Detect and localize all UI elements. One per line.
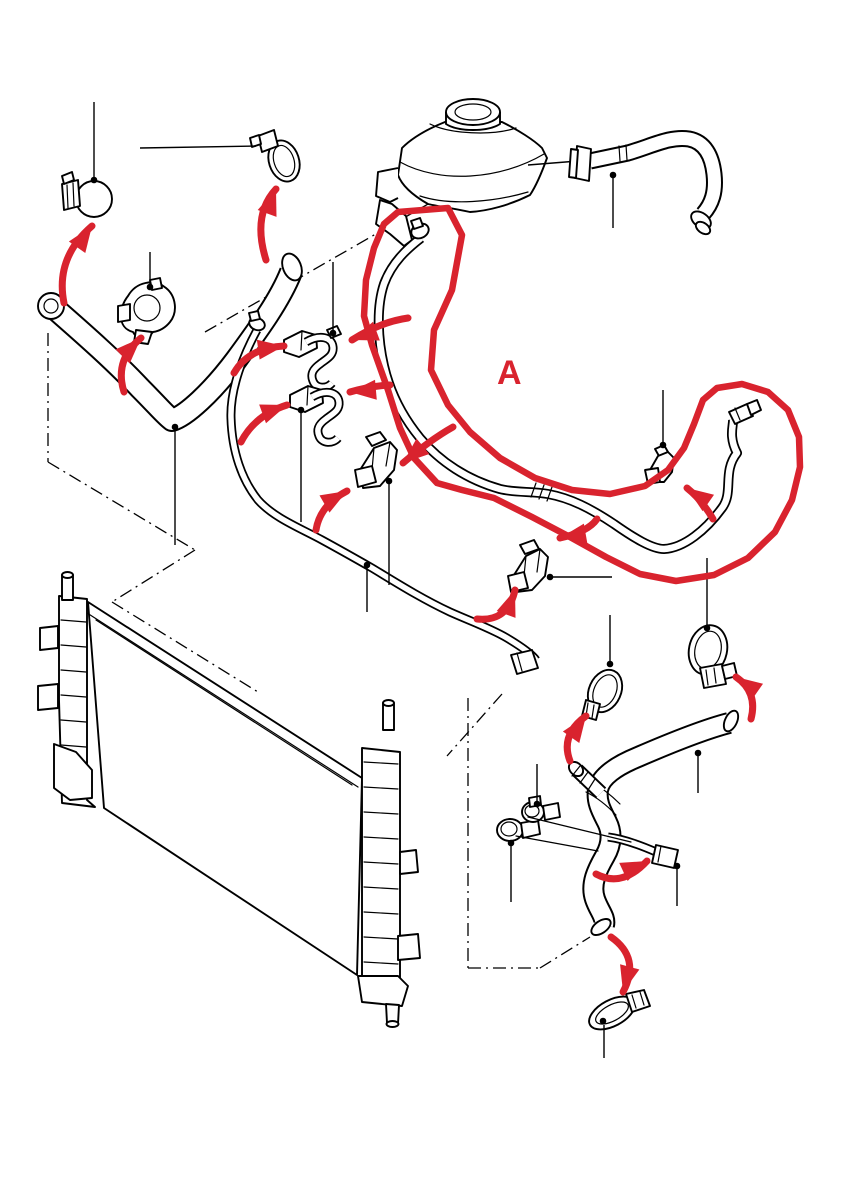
degas-hose-end-connector: [728, 403, 754, 425]
degas-hose: [373, 217, 762, 554]
hose-retaining-clip-lower: [289, 385, 344, 522]
radiator: [37, 571, 421, 1028]
red-arrows: [58, 185, 764, 996]
lower-radiator-hose: [567, 709, 740, 936]
pipe-mounting-clip-mid: [354, 431, 398, 585]
region-a-outline: [360, 204, 804, 585]
hose-clamp-upper-left: [61, 102, 113, 218]
expansion-tank: [375, 98, 579, 247]
hose-clamp-lower-left: [581, 615, 624, 721]
radiator-right-tank: [357, 699, 421, 1028]
region-a-label: A: [497, 354, 522, 392]
tank-bracket: [375, 167, 399, 203]
hose-clamp-upper-mid: [139, 129, 301, 183]
hose-clamp-lower-right: [687, 558, 738, 689]
pipe-mounting-clip-lower: [507, 539, 612, 593]
reference-dash-lines: [47, 179, 591, 969]
hose-clamp-bottom: [588, 989, 651, 1058]
pressure-cap-icon: [445, 98, 501, 131]
radiator-left-tank: [37, 571, 96, 808]
coolant-bypass-pipe: [226, 310, 540, 675]
arrowhead-icon: [68, 226, 92, 254]
thermostat-housing: [117, 252, 176, 345]
pipe-end-fitting: [510, 649, 539, 675]
radiator-core: [87, 601, 363, 976]
overflow-hose: [568, 129, 723, 236]
water-outlet-ports: [496, 764, 632, 902]
hose-retaining-clip-upper: [283, 262, 342, 392]
